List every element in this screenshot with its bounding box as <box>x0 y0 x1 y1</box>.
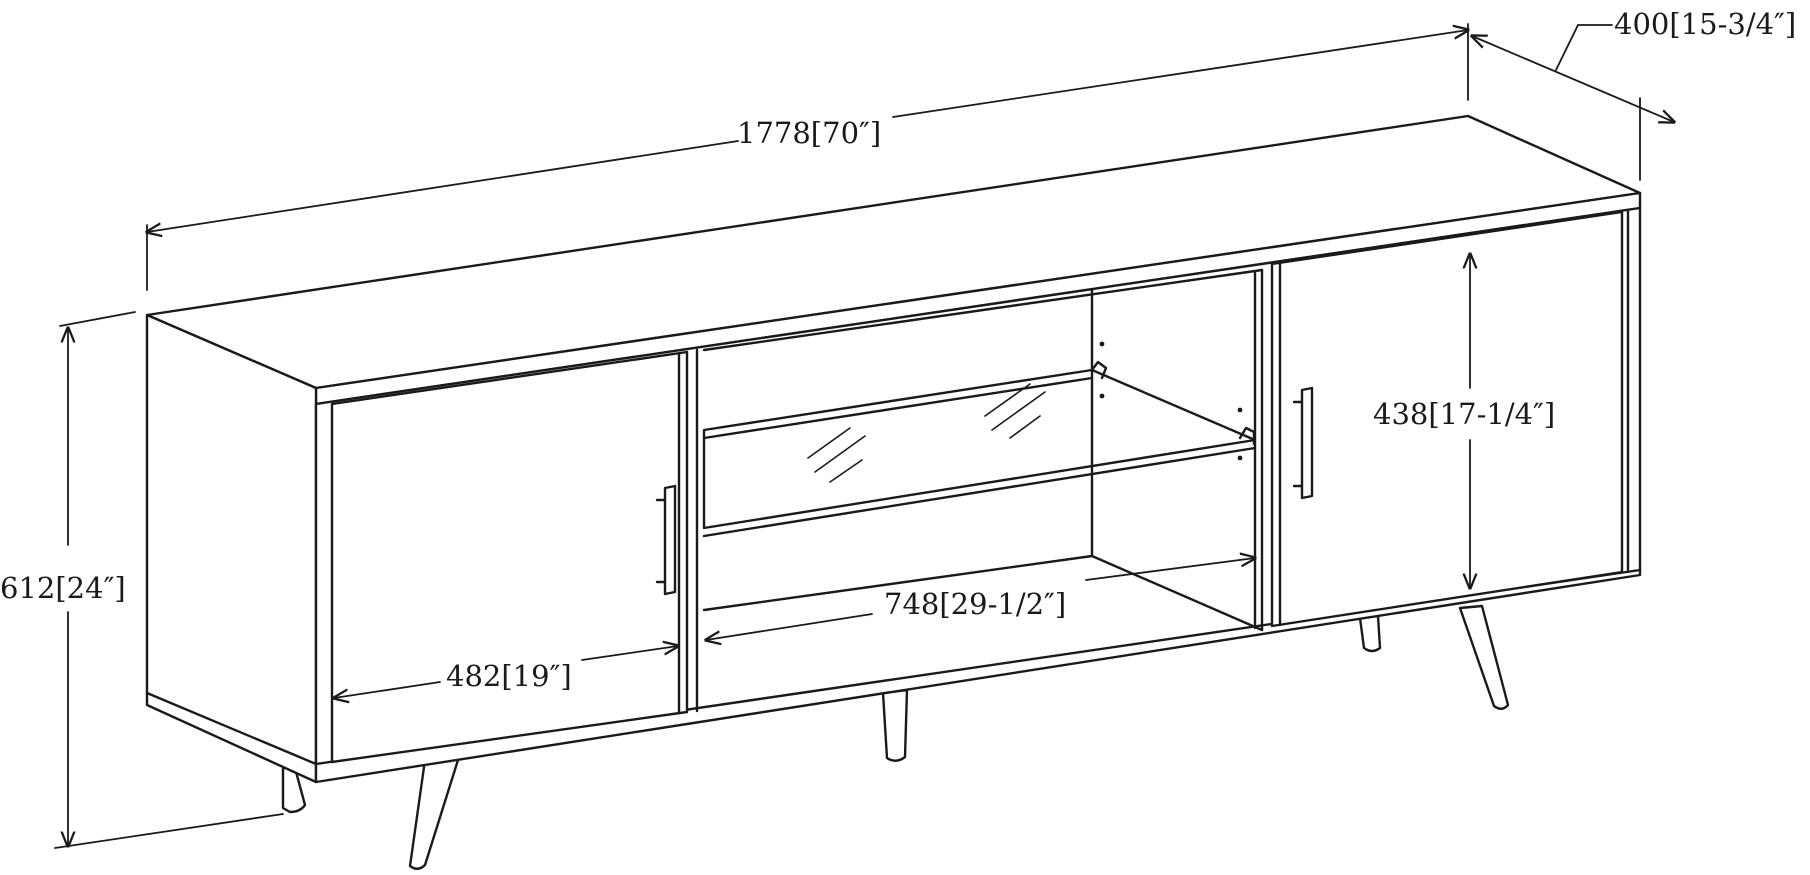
dimension-labels: 1778[70″] 400[15-3/4″] 612[24″] 482[19″]… <box>0 7 1796 693</box>
left-door-handle <box>663 484 677 596</box>
right-door <box>1270 210 1624 628</box>
overall-height-label: 612[24″] <box>0 571 126 605</box>
leg-back-right <box>1358 614 1382 653</box>
glass-reflection-marks <box>807 383 1046 483</box>
legs <box>281 604 1510 870</box>
leg-middle <box>881 688 909 762</box>
door-height-label: 438[17-1/4″] <box>1373 397 1555 431</box>
overall-width-label: 1778[70″] <box>737 116 881 150</box>
door-width-label: 482[19″] <box>446 659 572 693</box>
right-door-handle <box>1300 386 1314 500</box>
center-compartment <box>702 268 1264 632</box>
opening-width-label: 748[29-1/2″] <box>884 587 1066 621</box>
overall-depth-label: 400[15-3/4″] <box>1614 7 1796 41</box>
leg-front-right <box>1458 604 1510 710</box>
dimension-lines <box>54 23 1674 849</box>
left-door <box>330 348 699 764</box>
left-side-panel <box>145 313 318 784</box>
leg-back-left <box>281 766 307 814</box>
leg-front-left <box>408 758 460 870</box>
